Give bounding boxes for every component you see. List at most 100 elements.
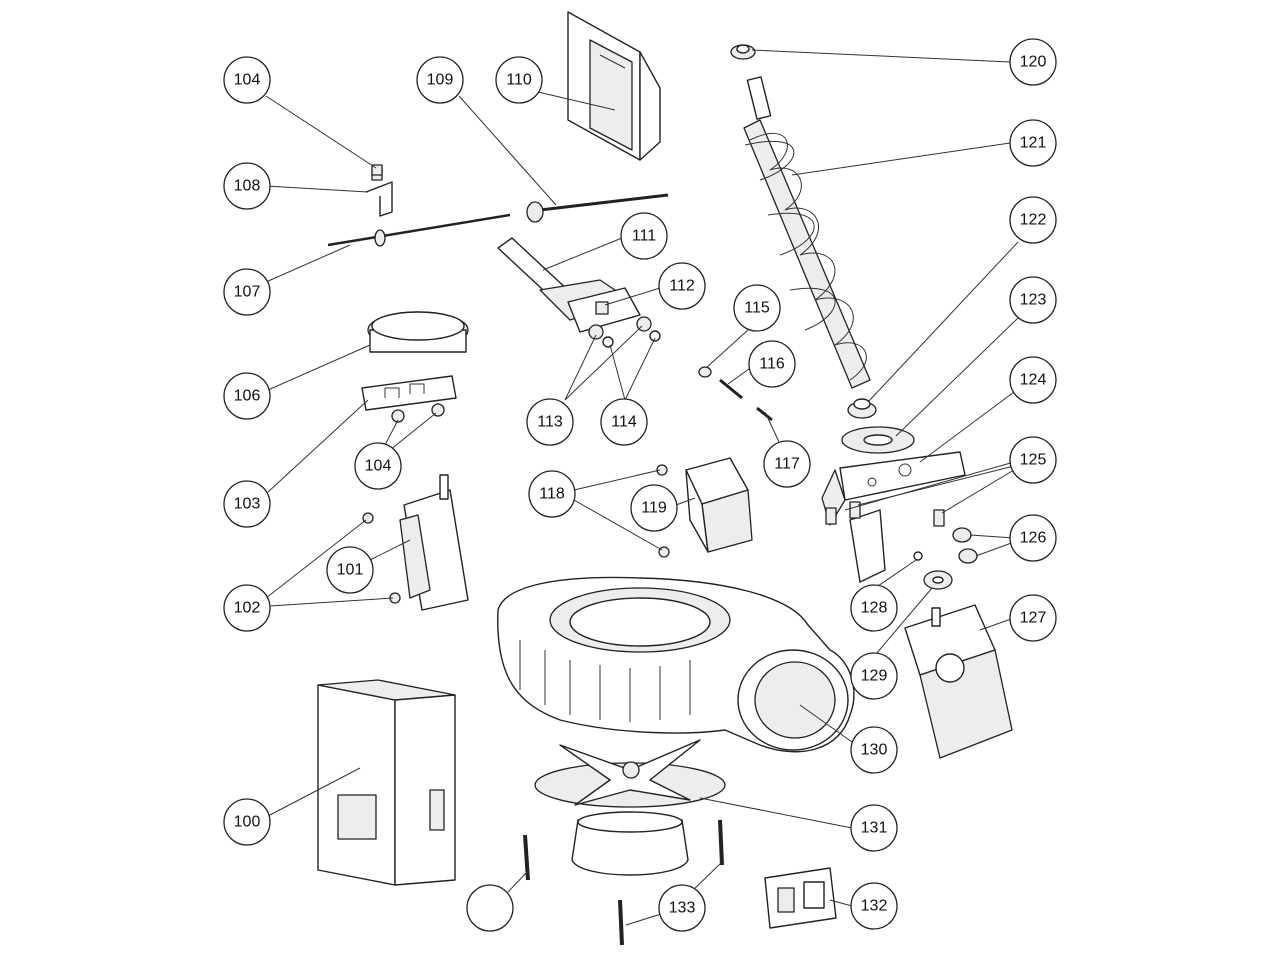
svg-text:118: 118 (539, 486, 565, 503)
part-104-screws (371, 164, 445, 423)
leader-124a (844, 461, 1015, 511)
svg-text:121: 121 (1020, 135, 1047, 152)
svg-text:108: 108 (234, 178, 261, 195)
callout-101: 101 (326, 546, 374, 594)
leader-102b (269, 597, 394, 607)
part-101-switch (399, 474, 469, 611)
leader-103 (267, 399, 369, 493)
callout-125: 126 (1009, 514, 1057, 562)
leader-110 (542, 237, 623, 271)
leader-117a (573, 469, 661, 491)
leader-104b2 (389, 412, 437, 451)
callout-130: 131 (850, 804, 898, 852)
part-118-module (685, 457, 753, 553)
leader-100 (267, 767, 361, 817)
leader-109 (537, 91, 616, 111)
callout-108: 109 (416, 56, 464, 104)
part-127-128-collar (913, 551, 953, 590)
callout-128: 129 (850, 652, 898, 700)
leader-lines (265, 49, 1019, 926)
leader-125b (975, 541, 1015, 557)
callout-122: 123 (1009, 276, 1057, 324)
callout-bubbles: 104 108 107 109 110 111 112 113 114 115 … (223, 38, 1057, 932)
callout-127: 128 (850, 584, 898, 632)
part-drawings (317, 11, 1013, 946)
svg-text:110: 110 (506, 72, 532, 89)
svg-text:104: 104 (365, 458, 392, 475)
part-132-133-screws (523, 819, 724, 946)
leader-120 (791, 142, 1011, 176)
part-131-socket (764, 867, 837, 929)
svg-text:116: 116 (759, 356, 785, 373)
leader-108 (458, 95, 557, 206)
callout-131: 132 (850, 882, 898, 930)
leader-125a (969, 534, 1015, 539)
part-124-bolts (825, 501, 945, 527)
part-130-fan (534, 739, 726, 876)
leader-122 (895, 317, 1019, 437)
svg-text:123: 123 (1020, 292, 1047, 309)
leader-104a (265, 95, 377, 169)
leader-133 (507, 871, 528, 893)
svg-text:120: 120 (1020, 54, 1047, 71)
svg-text:101: 101 (337, 562, 364, 579)
callout-104b: 104 (354, 442, 402, 490)
leader-126 (979, 617, 1015, 631)
svg-text:112: 112 (669, 278, 695, 295)
callout-132: 133 (658, 884, 706, 932)
leader-118 (675, 497, 696, 506)
part-120-auger (743, 76, 871, 389)
svg-text:109: 109 (427, 72, 454, 89)
svg-text:130: 130 (861, 742, 888, 759)
callout-113: 114 (600, 398, 648, 446)
callout-133 (466, 884, 514, 932)
svg-text:104: 104 (234, 72, 261, 89)
part-126-gearmotor (904, 604, 1013, 759)
svg-text:131: 131 (861, 820, 888, 837)
leader-114 (705, 329, 749, 369)
svg-text:124: 124 (1020, 372, 1047, 389)
svg-text:107: 107 (234, 284, 261, 301)
leader-113b (624, 337, 656, 401)
callout-121: 122 (1009, 196, 1057, 244)
svg-text:115: 115 (744, 300, 770, 317)
leader-104b1 (383, 419, 399, 448)
part-100-control-box (317, 679, 456, 886)
leader-124b (857, 465, 1015, 506)
callout-118: 119 (630, 484, 678, 532)
leader-129 (799, 704, 853, 743)
svg-text:113: 113 (537, 414, 563, 431)
part-114-116-hardware (698, 366, 773, 422)
leader-112b (564, 325, 643, 401)
leader-102a (265, 519, 367, 599)
leader-123 (919, 391, 1015, 463)
part-129-blower-housing (497, 576, 855, 753)
callout-110: 111 (620, 212, 668, 260)
callout-109: 110 (495, 56, 543, 104)
leader-111 (604, 287, 661, 306)
svg-text:132: 132 (861, 898, 888, 915)
svg-text:106: 106 (234, 388, 261, 405)
part-125-caps (952, 527, 978, 564)
part-123-bracket (821, 451, 966, 583)
part-105-cap (367, 311, 469, 353)
svg-text:114: 114 (611, 414, 637, 431)
leader-130 (699, 797, 853, 829)
svg-text:122: 122 (1020, 212, 1047, 229)
leader-116 (764, 411, 781, 445)
svg-text:111: 111 (632, 228, 656, 245)
svg-text:100: 100 (234, 814, 261, 831)
part-108-rod (526, 193, 669, 223)
callout-123: 124 (1009, 356, 1057, 404)
leader-124c (941, 469, 1015, 514)
leader-131 (829, 899, 853, 907)
svg-text:119: 119 (641, 500, 667, 517)
svg-text:103: 103 (234, 496, 261, 513)
callout-102: 102 (223, 584, 271, 632)
leader-105 (267, 344, 371, 391)
leader-101 (369, 539, 411, 561)
svg-text:125: 125 (1020, 452, 1047, 469)
callout-114: 115 (733, 284, 781, 332)
svg-text:102: 102 (234, 600, 261, 617)
callout-107: 108 (223, 162, 271, 210)
